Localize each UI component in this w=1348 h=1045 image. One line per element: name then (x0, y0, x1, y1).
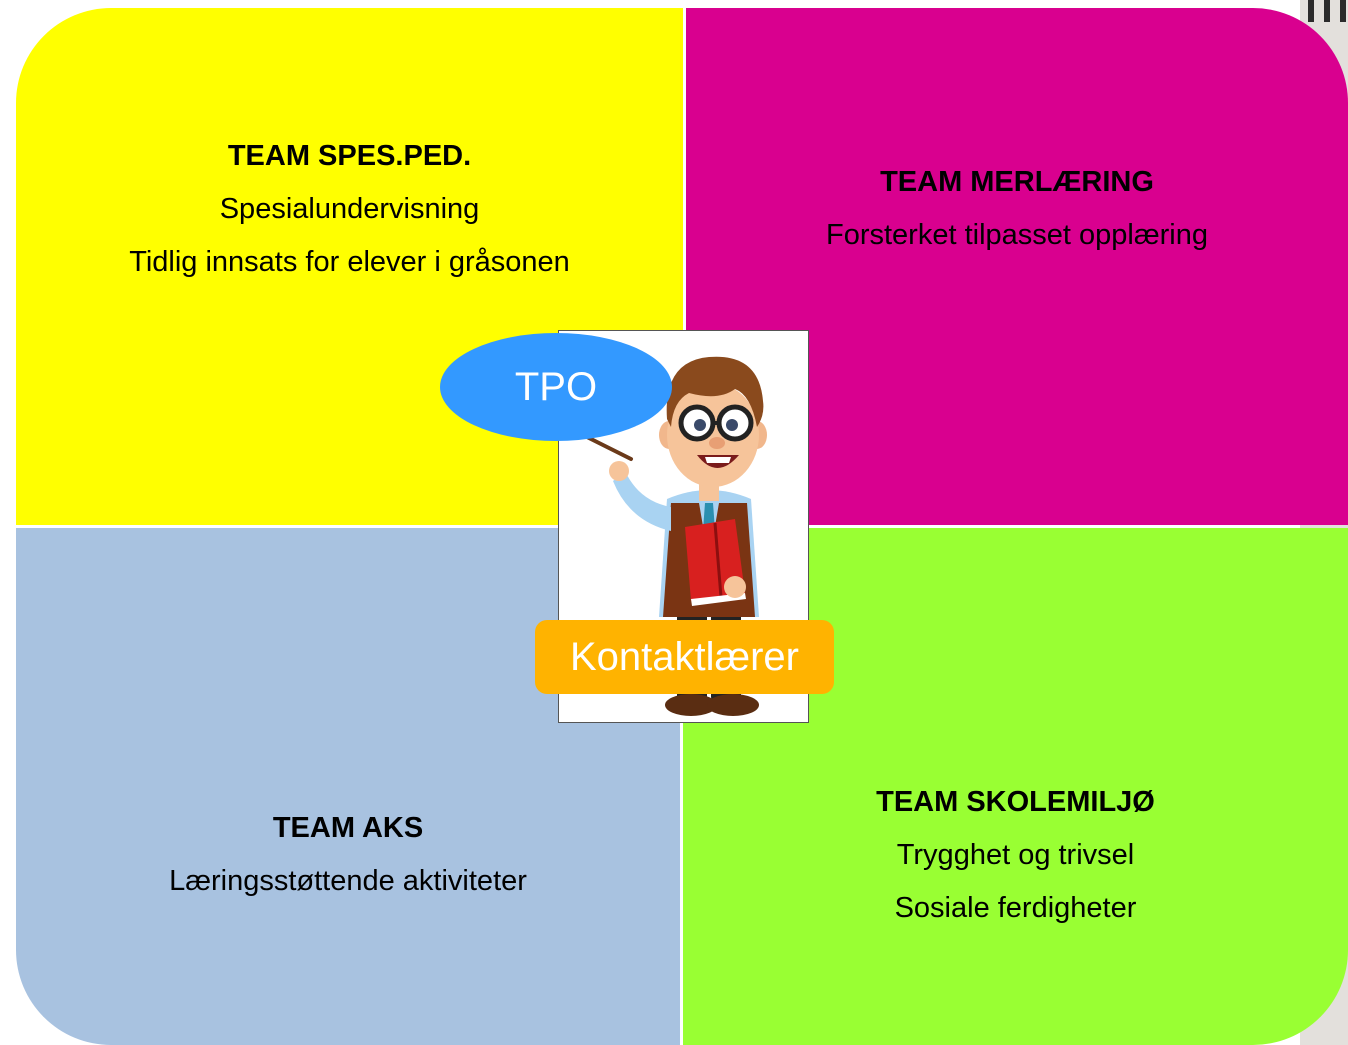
quadrant-line: Spesialundervisning (219, 193, 480, 225)
quadrant-text: TEAM SKOLEMILJØ Trygghet og trivsel Sosi… (683, 776, 1348, 935)
quadrant-text: TEAM SPES.PED. Spesialundervisning Tidli… (16, 130, 683, 289)
quadrant-team-skolemiljo: TEAM SKOLEMILJØ Trygghet og trivsel Sosi… (683, 528, 1348, 1045)
quadrant-title: TEAM SKOLEMILJØ (876, 786, 1155, 818)
quadrant-line: Sosiale ferdigheter (894, 892, 1137, 924)
quadrant-line: Trygghet og trivsel (896, 839, 1135, 871)
tpo-label: TPO (514, 364, 598, 409)
teacher-illustration (585, 356, 767, 716)
quadrant-text: TEAM AKS Læringsstøttende aktiviteter (16, 802, 680, 908)
kontaktlaerer-label: Kontaktlærer (570, 634, 799, 679)
quadrant-title: TEAM SPES.PED. (227, 140, 472, 172)
quadrant-line: Forsterket tilpasset opplæring (826, 219, 1208, 251)
tpo-bubble: TPO (440, 333, 672, 441)
quadrant-team-spesped: TEAM SPES.PED. Spesialundervisning Tidli… (16, 8, 683, 525)
quadrant-title: TEAM AKS (272, 812, 424, 844)
quadrant-line: Tidlig innsats for elever i gråsonen (129, 246, 570, 278)
quadrant-title: TEAM MERLÆRING (880, 166, 1154, 198)
quadrant-line: Læringsstøttende aktiviteter (169, 865, 527, 897)
kontaktlaerer-label-box: Kontaktlærer (535, 620, 834, 694)
quadrant-text: TEAM MERLÆRING Forsterket tilpasset oppl… (686, 156, 1348, 262)
